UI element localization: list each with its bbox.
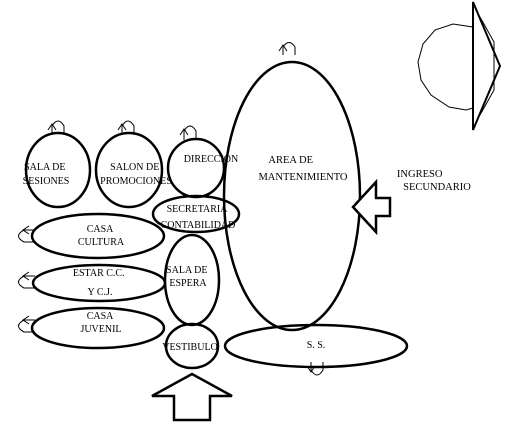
u-turn-arrow-icon (47, 120, 65, 135)
room-vestibulo (164, 322, 220, 370)
label-casa-juvenil: CASA JUVENIL (80, 311, 121, 335)
u-turn-arrow-icon (306, 362, 324, 376)
room-ss (223, 323, 409, 369)
room-sala-sesiones (24, 131, 92, 209)
door-swing-icon (417, 1, 502, 131)
room-salon-promociones (94, 131, 164, 209)
label-casa-cultura: CASA CULTURA (78, 224, 125, 248)
u-turn-arrow-icon (179, 125, 197, 140)
room-casa-cultura (30, 212, 166, 260)
u-turn-arrow-icon (18, 225, 35, 243)
secondary-entrance-arrow-icon (351, 178, 392, 236)
u-turn-arrow-icon (18, 271, 35, 289)
label-vestibulo: VESTIBULO (162, 342, 218, 353)
u-turn-arrow-icon (117, 120, 135, 135)
room-casa-juvenil (30, 306, 166, 350)
label-direccion: DIRECCIÓN (184, 153, 238, 165)
label-area-mantenimiento: AREA DE MANTENIMIENTO (258, 155, 347, 183)
u-turn-arrow-icon (18, 315, 35, 333)
label-sala-sesiones: SALA DE SESIONES (23, 162, 70, 187)
room-secretaria (151, 194, 241, 234)
main-entrance-arrow-icon (151, 372, 233, 422)
label-ingreso-secundario: INGRESO SECUNDARIO (397, 169, 471, 193)
label-estar: ESTAR C.C. Y C.J. (73, 268, 127, 298)
room-area-mantenimiento (222, 60, 362, 332)
u-turn-arrow-icon (278, 42, 296, 55)
label-ss: S. S. (307, 340, 326, 351)
label-sala-espera: SALA DE ESPERA (166, 265, 210, 289)
room-direccion (166, 137, 226, 199)
label-secretaria: SECRETARIA CONTABILIDAD (161, 204, 236, 231)
label-salon-promociones: SALON DE PROMOCIONES (100, 162, 172, 187)
